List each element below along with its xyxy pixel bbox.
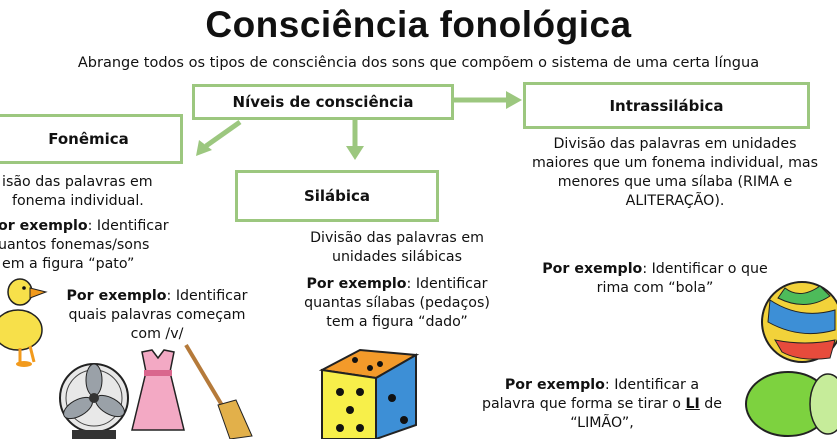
intrassilabica-description: Divisão das palavras em unidades maiores… [510, 135, 837, 211]
intra-ex-a-line2: rima com “bola” [596, 280, 714, 296]
fonemica-ex-b-line3: com /v/ [130, 326, 184, 342]
box-niveis-label: Níveis de consciência [232, 93, 414, 111]
box-niveis: Níveis de consciência [192, 84, 454, 120]
intra-ex-b-pre: palavra que forma se tirar o [481, 396, 686, 412]
silabica-ex-bold: Por exemplo [306, 276, 407, 292]
box-silabica-label: Silábica [303, 187, 371, 205]
fonemica-example-a: or exemplo: Identificar uantos fonemas/s… [0, 217, 169, 274]
page-subtitle: Abrange todos os tipos de consciência do… [77, 55, 760, 71]
fonemica-desc-line1: isão das palavras em [2, 174, 153, 190]
intra-ex-b-post: de [699, 396, 723, 412]
intra-ex-b-li: LI [685, 396, 700, 412]
intrassilabica-example-b: Por exemplo: Identificar a palavra que f… [452, 376, 752, 433]
intrassilabica-example-a: Por exemplo: Identificar o que rima com … [520, 260, 790, 298]
intra-desc-line1: Divisão das palavras em unidades [553, 136, 797, 152]
fonemica-ex-a-bold: or exemplo [0, 218, 88, 234]
fonemica-ex-b-bold: Por exemplo [66, 288, 167, 304]
fonemica-description: isão das palavras em fonema individual. [0, 173, 153, 211]
fonemica-ex-a-line3: em a figura “pato” [2, 256, 135, 272]
intra-desc-line4: ALITERAÇÃO). [625, 193, 725, 209]
silabica-example: Por exemplo: Identificar quantas sílabas… [287, 275, 507, 332]
intra-ex-b-rest: : Identificar a [604, 377, 700, 393]
box-intrassilabica: Intrassilábica [523, 82, 810, 129]
box-silabica: Silábica [235, 170, 439, 222]
silabica-desc-line1: Divisão das palavras em [310, 230, 484, 246]
box-fonemica: Fonêmica [0, 114, 183, 164]
silabica-ex-line3: tem a figura “dado” [326, 314, 468, 330]
fonemica-desc-line2: fonema individual. [12, 193, 144, 209]
intra-ex-a-bold: Por exemplo [542, 261, 643, 277]
silabica-ex-line2: quantas sílabas (pedaços) [304, 295, 490, 311]
fonemica-example-b: Por exemplo: Identificar quais palavras … [58, 287, 256, 344]
fonemica-ex-a-line2: uantos fonemas/sons [0, 237, 150, 253]
intra-ex-b-line3: “LIMÃO”, [570, 415, 634, 431]
silabica-ex-rest: : Identificar [406, 276, 488, 292]
intra-desc-line3: menores que uma sílaba (RIMA e [557, 174, 793, 190]
intra-ex-b-bold: Por exemplo [504, 377, 605, 393]
silabica-desc-line2: unidades silábicas [331, 249, 463, 265]
silabica-description: Divisão das palavras em unidades silábic… [293, 229, 501, 267]
intra-desc-line2: maiores que um fonema individual, mas [531, 155, 819, 171]
fonemica-ex-b-rest: : Identificar [166, 288, 248, 304]
box-fonemica-label: Fonêmica [48, 130, 129, 148]
intra-ex-a-rest: : Identificar o que [642, 261, 768, 277]
page-title: Consciência fonológica [205, 4, 632, 45]
fonemica-ex-b-line2: quais palavras começam [68, 307, 246, 323]
box-intrassilabica-label: Intrassilábica [609, 96, 724, 115]
fonemica-ex-a-rest: : Identificar [87, 218, 169, 234]
